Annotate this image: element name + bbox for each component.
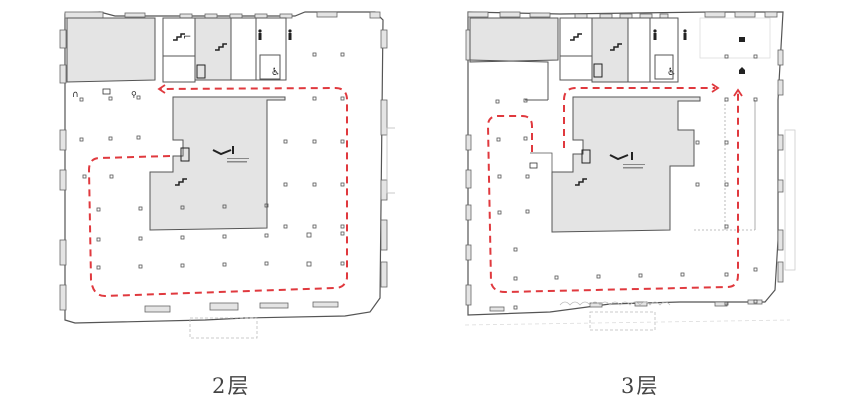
visitor-route [87,86,348,298]
female-restroom-icon [683,29,687,33]
elevator-icon [196,64,206,79]
stairs-icon [175,178,187,186]
male-restroom-icon [258,29,262,33]
floor-3-label: 3层 [621,374,660,398]
stairs-icon [610,43,622,51]
floor-2-map: ⌐ ♿ ∩ ⚲ [59,11,395,339]
female-restroom-icon [288,33,292,40]
cafe-icon [739,37,745,42]
stairs-icon [173,33,185,41]
ticket-icon [529,162,538,169]
ticket-icon [102,88,111,95]
floor-2-label: 2层 [212,374,251,398]
male-restroom-icon [258,33,262,40]
male-restroom-icon [653,29,657,33]
museum-logo-icon [609,152,633,161]
floor-3-plan: ♿ [460,0,800,345]
stairs-icon: ⌐ [183,32,191,43]
route-arrow [733,88,743,97]
stairs-icon [575,178,587,186]
route-arrow [711,83,720,93]
shop-icon [739,67,745,74]
route-arrow [157,84,166,94]
stairs-icon [570,33,582,41]
elevator-icon [180,147,190,162]
info-desk-icon: ⚲ [131,90,137,99]
accessible-restroom-icon: ♿ [271,67,280,78]
stairs-icon [215,43,227,51]
elevator-icon [593,63,603,78]
accessible-restroom-icon: ♿ [667,67,676,78]
floor-3-map: ♿ [464,11,796,331]
museum-logo-icon [212,146,234,156]
elevator-icon [581,149,591,164]
floor-2-plan: ⌐ ♿ ∩ ⚲ [55,0,395,345]
female-restroom-icon [288,29,292,33]
visitor-route [486,87,739,294]
audio-guide-icon: ∩ [72,90,79,100]
